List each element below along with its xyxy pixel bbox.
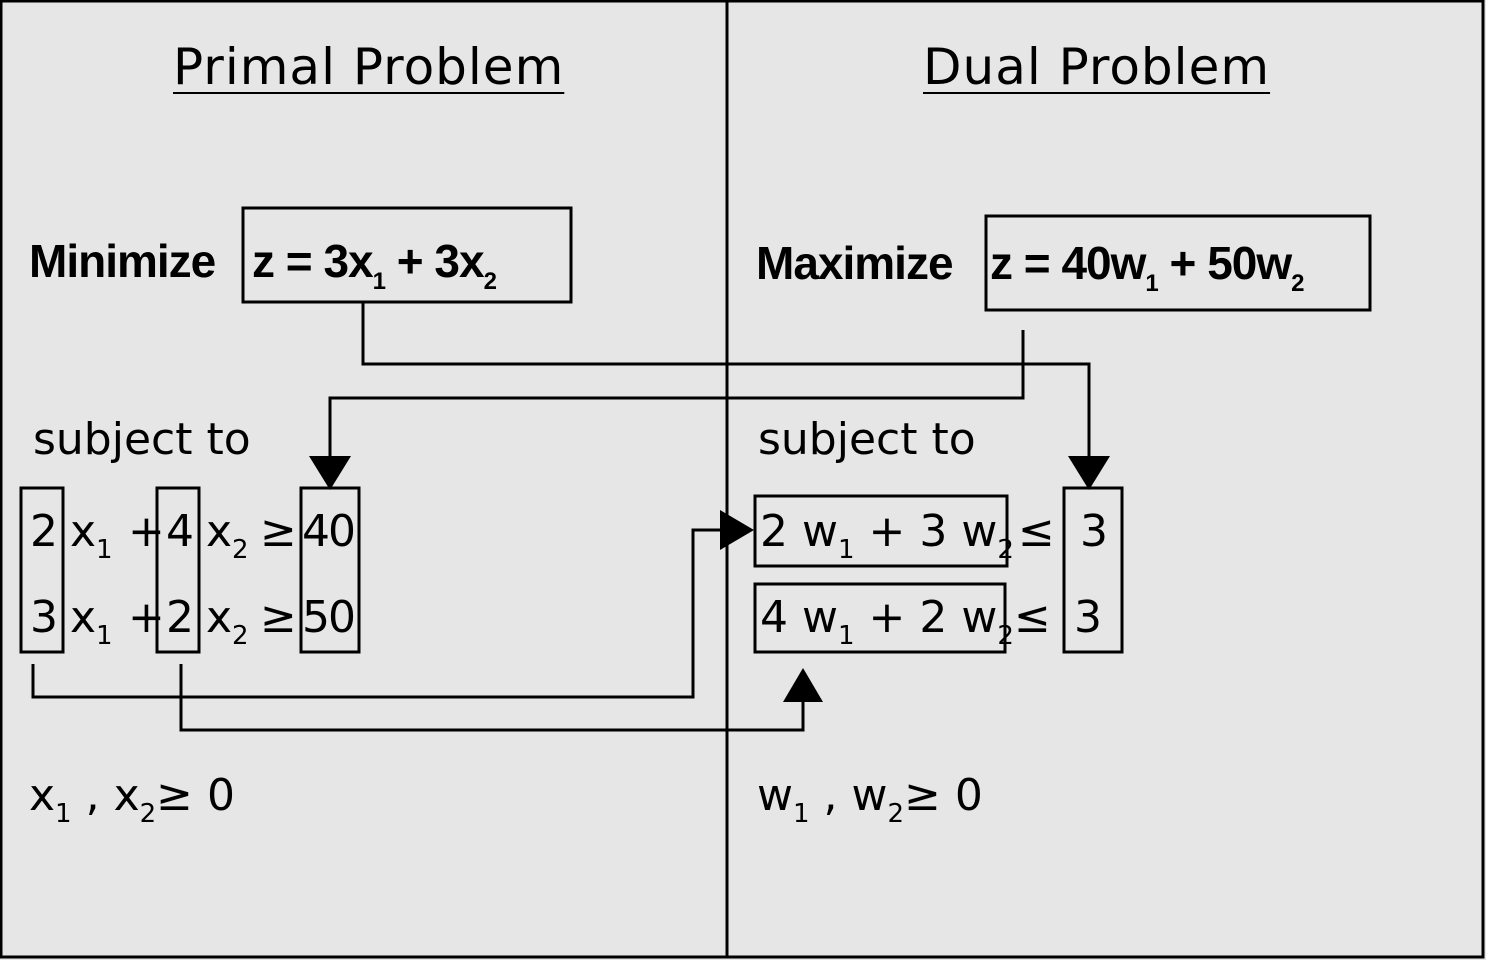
dual-subject-to: subject to xyxy=(758,414,976,465)
objective-coef-1: 40 xyxy=(1061,237,1111,289)
dual-r1-rel: ≤ xyxy=(1018,506,1055,557)
primal-r2-rel: ≥ xyxy=(260,592,297,643)
primal-r1-b: 40 xyxy=(302,506,356,557)
arrowhead-dual-row1 xyxy=(720,510,754,550)
objective-var-2: w xyxy=(1256,237,1292,289)
primal-r2-b: 50 xyxy=(302,592,356,643)
objective-sub-1: 1 xyxy=(1145,270,1158,297)
primal-r1-v2: x2 xyxy=(206,506,249,565)
objective-sub-1: 1 xyxy=(372,268,386,295)
primal-r2-a1: 3 xyxy=(30,592,58,643)
primal-r2-a2: 2 xyxy=(166,592,194,643)
objective-coef-2: 3 xyxy=(434,235,460,287)
objective-var-1: x xyxy=(348,235,374,287)
dual-title: Dual Problem xyxy=(923,38,1271,96)
dual-objective: z = 40w1 + 50w2 xyxy=(990,237,1305,296)
dual-r1-expression: 2 w1 + 3 w2 xyxy=(760,506,1014,565)
dual-r1-b: 3 xyxy=(1080,506,1108,557)
primal-r1-rel: ≥ xyxy=(260,506,297,557)
objective-var-1: w xyxy=(1110,237,1147,289)
connector-col1-to-dual-row1 xyxy=(31,528,724,699)
primal-title: Primal Problem xyxy=(173,38,565,96)
arrowhead-primal-rhs xyxy=(309,456,351,490)
objective-coef-2: 50 xyxy=(1207,237,1257,289)
objective-op: + xyxy=(384,235,435,287)
primal-subject-to: subject to xyxy=(33,414,251,465)
objective-lhs: z = xyxy=(252,235,324,287)
arrowhead-dual-row2 xyxy=(783,668,823,702)
arrowhead-dual-rhs xyxy=(1068,456,1110,490)
objective-lhs: z = xyxy=(990,237,1062,289)
objective-coef-1: 3 xyxy=(323,235,349,287)
dual-r2-b: 3 xyxy=(1074,592,1102,643)
primal-col2-box xyxy=(155,486,201,654)
dual-row1-box xyxy=(753,494,1009,568)
primal-r2-v2: x2 xyxy=(206,592,249,651)
dual-rhs-box xyxy=(1062,486,1124,654)
connector-col2-to-dual-row2 xyxy=(179,664,805,732)
objective-sub-2: 2 xyxy=(483,268,497,295)
connector-dual-obj-to-primal-rhs xyxy=(328,330,1025,458)
primal-r1-v1: x1 xyxy=(70,506,113,565)
primal-objective-box xyxy=(241,206,573,304)
primal-nonnegativity: x1 , x2≥ 0 xyxy=(29,770,236,829)
primal-objective: z = 3x1 + 3x2 xyxy=(252,235,497,294)
dual-r2-rel: ≤ xyxy=(1014,592,1051,643)
connector-primal-obj-to-dual-rhs xyxy=(361,302,1091,458)
primal-r1-a2: 4 xyxy=(166,506,194,557)
primal-r1-op: + xyxy=(128,506,165,557)
dual-objective-box xyxy=(984,214,1372,312)
primal-r2-v1: x1 xyxy=(70,592,113,651)
dual-r2-expression: 4 w1 + 2 w2 xyxy=(760,592,1014,651)
objective-sub-2: 2 xyxy=(1291,270,1304,297)
primal-objective-label: Minimize xyxy=(29,235,216,287)
objective-op: + xyxy=(1157,237,1208,289)
primal-r2-op: + xyxy=(128,592,165,643)
dual-nonnegativity: w1 , w2≥ 0 xyxy=(757,770,983,829)
primal-col1-box xyxy=(19,486,65,654)
dual-row2-box xyxy=(753,582,1007,654)
primal-r1-a1: 2 xyxy=(30,506,58,557)
dual-objective-label: Maximize xyxy=(756,237,954,289)
objective-var-2: x xyxy=(459,235,485,287)
